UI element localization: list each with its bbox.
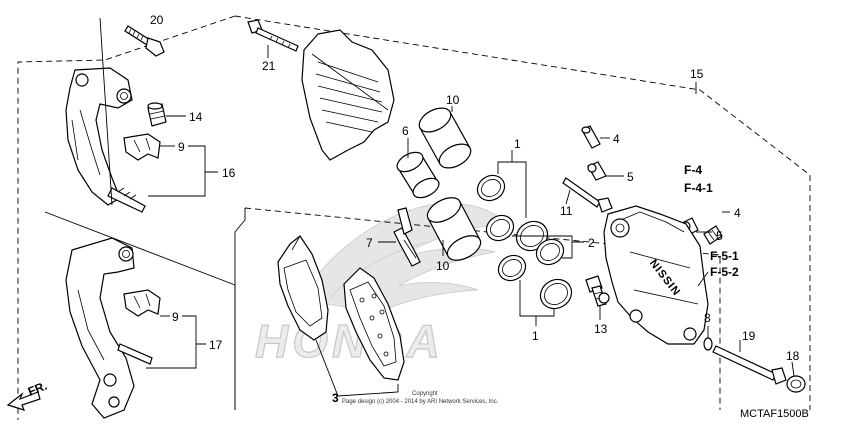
pad-clip-9-lower <box>123 289 161 317</box>
caliper-bracket-lower <box>65 237 153 419</box>
direction-label: FR. <box>26 379 49 399</box>
callout-19: 19 <box>742 329 756 343</box>
callout-9-upper: 9 <box>178 140 185 154</box>
assembly-boundary-inner <box>244 207 721 410</box>
callout-20: 20 <box>150 13 164 27</box>
ref-f4: F-4 <box>684 163 702 177</box>
pad-shim-plate <box>301 29 395 161</box>
bolt-13 <box>585 275 610 307</box>
ref-f51: F-5-1 <box>710 249 739 263</box>
callout-3: 3 <box>332 391 339 405</box>
callout-14: 14 <box>189 110 203 124</box>
callout-16: 16 <box>222 166 236 180</box>
pad-retainer-7 <box>393 207 421 267</box>
bracket-upper-pin-line <box>99 17 113 206</box>
rubber-boot-14 <box>147 102 167 127</box>
leader-18 <box>791 361 795 377</box>
callout-15: 15 <box>690 67 704 81</box>
leader-3 <box>315 339 399 397</box>
callout-13: 13 <box>594 322 608 336</box>
front-direction-arrow <box>6 391 41 411</box>
pin-19 <box>712 345 787 385</box>
callout-11: 11 <box>560 204 573 218</box>
assembly-boundary-pads <box>234 208 246 410</box>
leader-1-lower <box>519 280 555 326</box>
callout-17: 17 <box>209 338 223 352</box>
leader-f5 <box>697 271 709 287</box>
dust-seals-2 <box>485 214 565 266</box>
bleeder-valve-5-upper <box>587 161 607 181</box>
callout-4-right: 4 <box>734 206 741 220</box>
callout-4-upper: 4 <box>613 132 620 146</box>
callout-5-upper: 5 <box>627 170 634 184</box>
bleeder-cap-4-upper <box>581 125 601 149</box>
bolt-20 <box>124 25 165 57</box>
callout-10-upper: 10 <box>446 93 460 107</box>
callout-1-upper: 1 <box>514 137 521 151</box>
brake-pad-right <box>343 267 405 381</box>
washer-8 <box>703 337 713 351</box>
callout-8: 8 <box>704 311 711 325</box>
callout-21: 21 <box>262 59 276 73</box>
callout-5-right: 5 <box>716 229 723 243</box>
piston-seals-lower <box>497 254 573 310</box>
piston-6 <box>396 151 440 199</box>
pad-pin-11 <box>562 177 613 213</box>
caliper-body <box>603 205 709 345</box>
piston-10-upper <box>418 107 472 169</box>
callout-9-lower: 9 <box>172 310 179 324</box>
honda-watermark-text: HONDA <box>255 315 444 367</box>
brake-pad-left <box>277 235 329 341</box>
callout-10-lower: 10 <box>436 259 450 273</box>
copyright-line-1: Copyright <box>412 391 438 397</box>
callout-2: 2 <box>588 236 595 250</box>
copyright-line-2: Page design (c) 2004 - 2014 by ARI Netwo… <box>342 399 499 405</box>
leader-2 <box>512 235 584 259</box>
callout-7: 7 <box>366 236 373 250</box>
caliper-bracket-upper <box>65 67 146 213</box>
callout-1-lower: 1 <box>532 329 539 343</box>
callout-18: 18 <box>786 349 800 363</box>
assembly-boundary-15 <box>234 15 811 410</box>
ref-f41: F-4-1 <box>684 181 713 195</box>
pad-clip-9-upper <box>123 133 161 161</box>
leader-11 <box>565 189 571 205</box>
bracket-16 <box>148 145 218 197</box>
callout-6: 6 <box>402 124 409 138</box>
bleeder-cap-4-right <box>703 225 723 245</box>
plug-18 <box>786 375 806 393</box>
bracket-17 <box>146 315 206 369</box>
bolt-21 <box>247 19 299 52</box>
ref-f52: F-5-2 <box>710 265 739 279</box>
piston-10-lower <box>426 197 482 261</box>
leader-1-upper <box>497 150 527 218</box>
catalog-code: MCTAF1500B <box>740 408 809 420</box>
bracket-separator <box>44 211 236 286</box>
assembly-boundary-bracket-top <box>17 15 236 420</box>
